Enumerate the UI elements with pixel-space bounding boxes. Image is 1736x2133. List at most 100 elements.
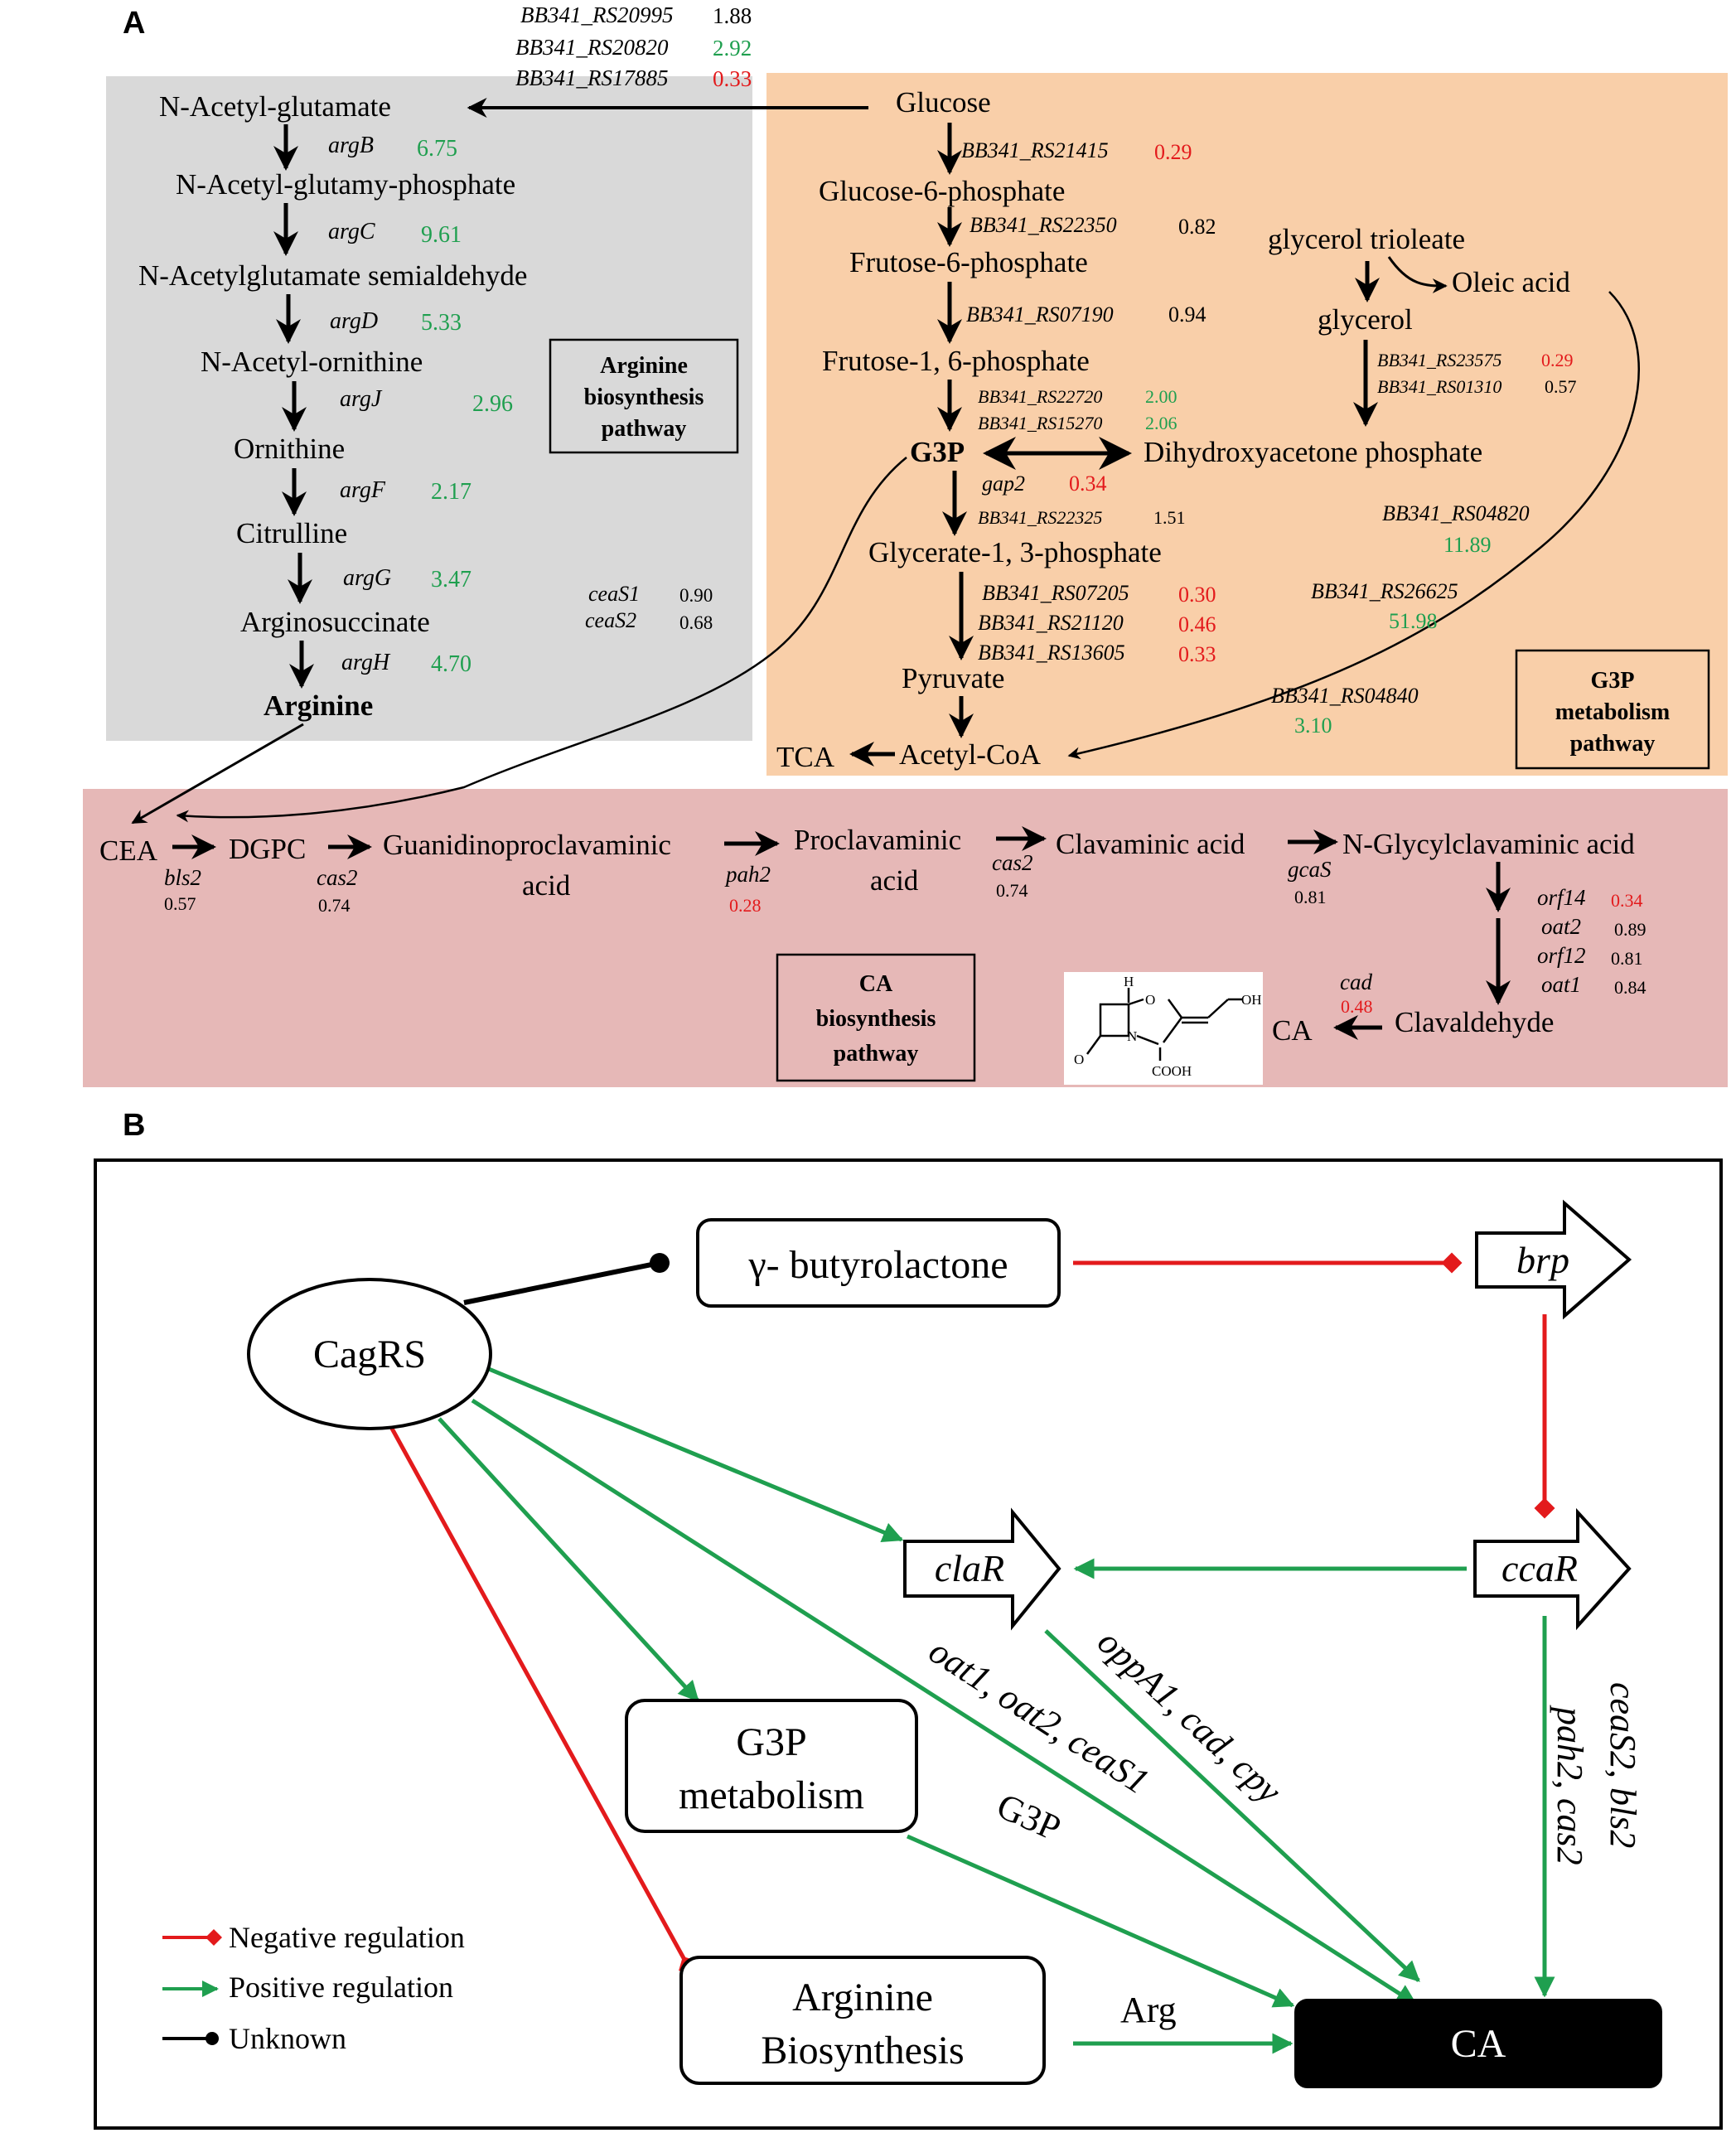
g3p-pathway-bg [766,73,1728,776]
gene-label: ceaS2 [585,608,636,632]
node-label: ccaR [1501,1547,1578,1589]
edge-cagrs-ca-positive [471,1398,1418,2006]
gene-value: 2.96 [472,391,513,417]
metabolite: glycerol trioleate [1268,223,1465,255]
gene-label: BB341_RS23575 [1377,350,1501,370]
ca-genes: bls2 0.57 cas2 0.74 pah2 0.28 cas2 0.74 … [164,850,1647,1017]
metabolite: Guanidinoproclavaminic [383,829,671,861]
gene-value: 0.74 [318,895,351,916]
legend-label: Positive regulation [229,1971,453,2004]
metabolite: Citrulline [236,517,347,549]
metabolite: CEA [99,834,158,867]
metabolite: Oleic acid [1452,266,1570,298]
metabolite: Dihydroxyacetone phosphate [1144,436,1482,468]
gene-value: 0.48 [1341,996,1373,1017]
legend-label: Unknown [229,2022,346,2055]
node-ca: CA [1294,1999,1662,2088]
edge-g3p-ca-positive [906,1834,1295,2008]
metabolite: N-Acetylglutamate semialdehyde [138,259,527,292]
gene-value: 0.34 [1611,890,1643,911]
edge-cagrs-arginine-negative [389,1425,697,1975]
gene-label: BB341_RS17885 [515,65,668,90]
legend: Negative regulation Positive regulation … [162,1921,465,2055]
arginine-arrows [273,124,314,689]
gene-label: BB341_RS15270 [978,413,1102,433]
gene-label: BB341_RS07205 [982,581,1129,605]
metabolite-g3p: G3P [910,436,965,468]
gene-label: BB341_RS26625 [1311,579,1458,603]
gene-value: 0.29 [1154,140,1192,164]
gene-value: 2.06 [1145,413,1177,433]
metabolite: acid [522,869,571,902]
gene-value: 0.81 [1611,948,1643,969]
gene-label: orf14 [1537,885,1586,910]
ca-metabolites: CEA DGPC Guanidinoproclavaminic acid Pro… [99,824,1635,1047]
gene-value: 0.94 [1168,302,1206,326]
atom-label: O [1074,1052,1084,1067]
gene-value: 3.47 [431,567,471,592]
metabolite: DGPC [229,833,306,865]
node-cagrs: CagRS [247,1278,492,1430]
ca-arrows [172,826,1511,1040]
gene-label: BB341_RS22720 [978,386,1102,407]
gene-value: 0.28 [729,895,762,916]
node-clar-gene: claR [903,1507,1061,1631]
atom-label: OH [1241,992,1262,1008]
gene-label: BB341_RS20820 [515,35,669,60]
arginine-to-cea-arrow [131,723,304,825]
gene-value: 6.75 [417,136,457,162]
gene-label: BB341_RS07190 [966,302,1114,326]
metabolite: N-Acetyl-glutamate [159,90,391,123]
gene-label: argC [328,219,375,244]
gene-label: pah2 [724,862,771,887]
node-label: CagRS [313,1333,426,1376]
node-label: claR [935,1547,1004,1589]
gene-value: 2.00 [1145,386,1177,407]
gene-label: argB [328,133,374,158]
gene-label: oat2 [1541,914,1581,939]
g3p-wavy-lines [176,291,1640,823]
arginine-genes: argB 6.75 argC 9.61 argD 5.33 argJ 2.96 … [328,133,513,677]
gene-value: 0.82 [1178,215,1216,239]
gene-value: 0.57 [164,893,196,914]
gene-value: 0.81 [1294,887,1327,907]
edge-cagrs-g3p-positive [438,1417,699,1702]
legend-item-unknown: Unknown [162,2022,346,2055]
metabolite-arginine: Arginine [264,689,373,722]
metabolite: glycerol [1318,303,1413,336]
gene-label: argF [340,477,386,503]
gene-value: 0.33 [1178,642,1216,666]
gene-label: cas2 [992,850,1033,875]
glucose-branch-genes: BB341_RS20995 1.88 BB341_RS20820 2.92 BB… [515,2,752,91]
gene-value: 9.61 [421,222,462,248]
gene-label: argJ [340,386,383,412]
metabolite: TCA [776,741,835,773]
gene-label: ceaS1 [588,582,640,606]
panel-b-label: B [123,1108,145,1143]
edge-label: G3P [991,1785,1066,1849]
node-label: Arginine [792,1976,933,2019]
metabolite: Proclavaminic [794,824,961,856]
clavulanic-acid-structure: H O N OH O COOH [1064,972,1263,1085]
metabolite: Clavaldehyde [1395,1006,1554,1038]
gene-label: orf12 [1537,943,1586,968]
oleic-to-acetylcoa-line [1067,291,1640,760]
gene-value: 0.74 [996,880,1028,901]
edge-label: Arg [1120,1990,1177,2030]
node-label: CA [1451,2022,1506,2066]
node-label: G3P [736,1720,806,1764]
gene-label: BB341_RS21415 [961,138,1109,162]
legend-item-positive: Positive regulation [162,1971,453,2004]
gene-value: 0.34 [1069,472,1107,496]
metabolite: Pyruvate [902,662,1004,694]
gene-label: argG [343,565,391,591]
gene-value: 0.57 [1545,376,1577,397]
metabolite: Glucose [896,86,991,118]
metabolite: Clavaminic acid [1056,828,1245,860]
arginine-pathway-bg [106,76,752,741]
